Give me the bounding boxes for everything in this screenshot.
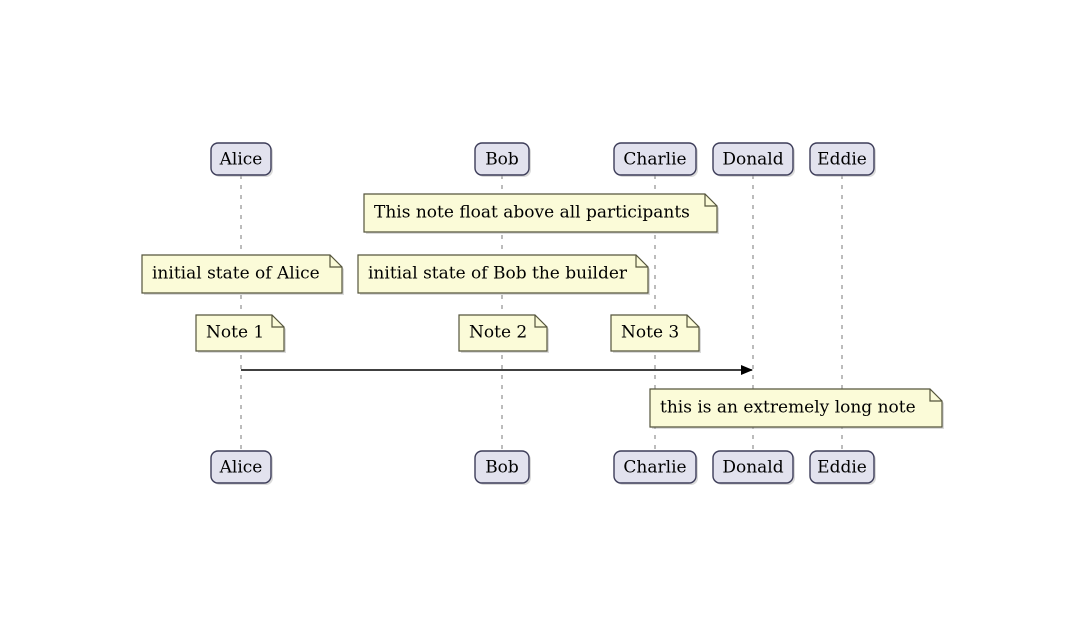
notes-layer: This note float above all participants in… xyxy=(141,193,944,429)
participant-donald-top[interactable]: Donald xyxy=(712,142,795,177)
note-fold-corner-icon xyxy=(929,389,942,402)
note-text: this is an extremely long note xyxy=(660,398,916,418)
note-text: Note 2 xyxy=(469,323,527,343)
participant-label: Eddie xyxy=(817,458,867,478)
participants-layer: AliceAliceBobBobCharlieCharlieDonaldDona… xyxy=(210,142,876,485)
participant-bob-top[interactable]: Bob xyxy=(474,142,531,177)
participant-box[interactable] xyxy=(712,142,794,176)
note-fold-corner-icon xyxy=(271,315,284,328)
note-body[interactable] xyxy=(195,314,285,352)
participant-box[interactable] xyxy=(210,450,272,484)
participant-label: Bob xyxy=(485,458,519,478)
participant-box[interactable] xyxy=(613,450,697,484)
participant-bob-bottom[interactable]: Bob xyxy=(474,450,531,485)
note-initial-alice[interactable]: initial state of Alice xyxy=(141,254,344,295)
participant-label: Charlie xyxy=(623,150,686,170)
note-text: Note 1 xyxy=(206,323,264,343)
participant-label: Donald xyxy=(722,150,783,170)
note-fold-corner-icon xyxy=(704,194,717,207)
note-initial-bob[interactable]: initial state of Bob the builder xyxy=(357,254,650,295)
note-text: initial state of Bob the builder xyxy=(368,264,628,284)
participant-label: Alice xyxy=(219,458,263,478)
participant-label: Bob xyxy=(485,150,519,170)
participant-alice-top[interactable]: Alice xyxy=(210,142,273,177)
participant-charlie-bottom[interactable]: Charlie xyxy=(613,450,698,485)
note-body[interactable] xyxy=(363,193,718,233)
participant-eddie-top[interactable]: Eddie xyxy=(809,142,876,177)
participant-label: Donald xyxy=(722,458,783,478)
participant-box[interactable] xyxy=(809,142,875,176)
note-long[interactable]: this is an extremely long note xyxy=(649,388,944,429)
participant-label: Charlie xyxy=(623,458,686,478)
note-body[interactable] xyxy=(141,254,343,294)
note-body[interactable] xyxy=(458,314,548,352)
participant-charlie-top[interactable]: Charlie xyxy=(613,142,698,177)
participant-label: Eddie xyxy=(817,150,867,170)
note-body[interactable] xyxy=(649,388,943,428)
participant-box[interactable] xyxy=(809,450,875,484)
participant-box[interactable] xyxy=(613,142,697,176)
note-float-across[interactable]: This note float above all participants xyxy=(363,193,719,234)
note-body[interactable] xyxy=(610,314,700,352)
participant-box[interactable] xyxy=(712,450,794,484)
participant-box[interactable] xyxy=(474,142,530,176)
note-2[interactable]: Note 2 xyxy=(458,314,549,353)
note-text: initial state of Alice xyxy=(152,264,320,284)
note-fold-corner-icon xyxy=(534,315,547,328)
participant-label: Alice xyxy=(219,150,263,170)
note-fold-corner-icon xyxy=(686,315,699,328)
note-3[interactable]: Note 3 xyxy=(610,314,701,353)
note-fold-corner-icon xyxy=(329,255,342,268)
note-text: This note float above all participants xyxy=(374,203,690,223)
participant-box[interactable] xyxy=(474,450,530,484)
participant-donald-bottom[interactable]: Donald xyxy=(712,450,795,485)
note-body[interactable] xyxy=(357,254,649,294)
note-fold-corner-icon xyxy=(635,255,648,268)
participant-eddie-bottom[interactable]: Eddie xyxy=(809,450,876,485)
note-text: Note 3 xyxy=(621,323,679,343)
participant-alice-bottom[interactable]: Alice xyxy=(210,450,273,485)
participant-box[interactable] xyxy=(210,142,272,176)
note-1[interactable]: Note 1 xyxy=(195,314,286,353)
